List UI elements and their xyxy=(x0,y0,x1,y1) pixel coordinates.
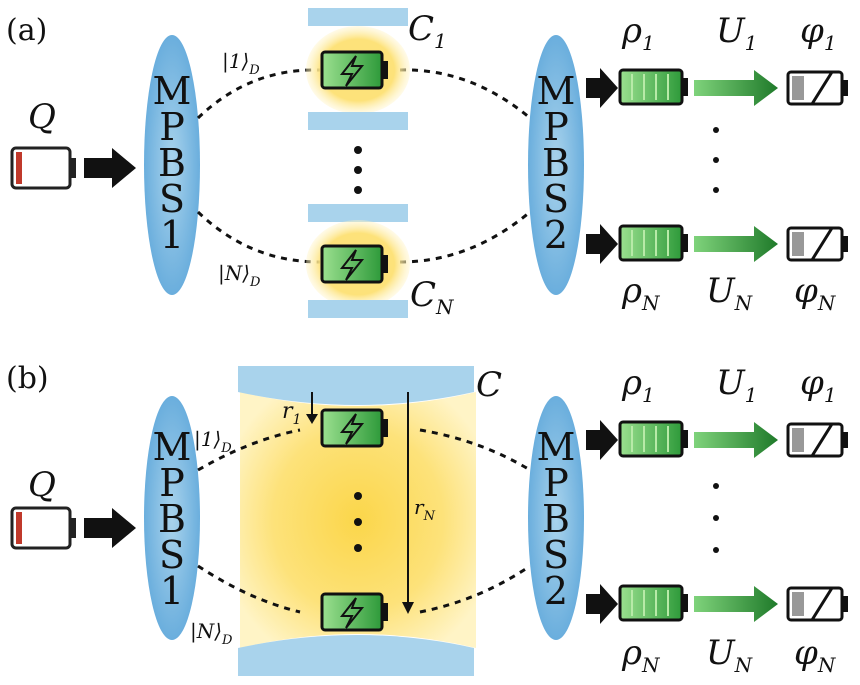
mpbs1-a xyxy=(144,35,200,295)
path-bottom-a xyxy=(196,210,321,264)
svg-text:P: P xyxy=(159,105,185,149)
input-arrow-b xyxy=(84,508,136,548)
ellipsis-out-b xyxy=(713,483,719,553)
empty-battery-b xyxy=(10,506,76,550)
svg-text:M: M xyxy=(537,69,576,113)
panel-a: (a) Q M P B S 1 |1⟩D |N⟩D xyxy=(6,8,848,319)
unitary-arrow-bottom-b xyxy=(694,586,778,622)
charging-battery-c1 xyxy=(320,50,388,90)
svg-text:2: 2 xyxy=(544,569,568,613)
phi-top-a: φ1 xyxy=(800,11,837,55)
path-top-b-out xyxy=(419,428,531,472)
charging-battery-b-top xyxy=(320,408,388,448)
panel-a-tag: (a) xyxy=(6,13,47,48)
ket-top-b: |1⟩D xyxy=(194,427,232,456)
charging-battery-b-bottom xyxy=(320,592,388,632)
input-arrow-a xyxy=(84,148,136,188)
svg-text:P: P xyxy=(543,105,569,149)
svg-text:B: B xyxy=(158,141,186,185)
source-label-b: Q xyxy=(28,465,56,505)
full-battery-top-b xyxy=(618,420,688,458)
discharged-battery-bottom-a xyxy=(786,226,848,262)
rn-label: rN xyxy=(414,495,436,524)
ket-bottom-a: |N⟩D xyxy=(218,261,261,290)
ket-bottom-b: |N⟩D xyxy=(190,619,233,648)
svg-text:S: S xyxy=(543,533,569,577)
phi-bottom-b: φN xyxy=(794,633,837,677)
u-top-a: U1 xyxy=(716,11,757,55)
cavity-c-label: C xyxy=(476,365,502,405)
path-top-a xyxy=(196,68,321,120)
svg-text:B: B xyxy=(542,141,570,185)
svg-text:2: 2 xyxy=(544,213,568,257)
mpbs1-b xyxy=(144,396,200,640)
discharged-battery-top-b xyxy=(786,422,848,458)
r1-arrowhead xyxy=(306,414,318,424)
path-bottom-b xyxy=(197,564,301,614)
rho-top-b: ρ1 xyxy=(621,363,655,407)
ket-top-a: |1⟩D xyxy=(222,49,260,78)
discharged-battery-top-a xyxy=(786,70,848,106)
mpbs1-b-label: M P B S 1 xyxy=(153,425,192,613)
phi-top-b: φ1 xyxy=(800,363,837,407)
svg-text:M: M xyxy=(153,425,192,469)
charging-battery-cn xyxy=(320,244,388,284)
out-arrow-top-b xyxy=(586,420,618,460)
svg-text:1: 1 xyxy=(160,213,184,257)
svg-text:S: S xyxy=(159,177,185,221)
svg-text:S: S xyxy=(159,533,185,577)
mpbs2-b xyxy=(528,396,584,640)
rho-top-a: ρ1 xyxy=(621,11,655,55)
mpbs2-a xyxy=(528,35,584,295)
unitary-arrow-top-b xyxy=(694,422,778,458)
empty-battery-a xyxy=(10,146,76,190)
r1-label: r1 xyxy=(282,399,301,428)
phi-bottom-a: φN xyxy=(794,271,837,315)
svg-text:1: 1 xyxy=(160,569,184,613)
out-arrow-bottom-b xyxy=(586,584,618,624)
svg-text:S: S xyxy=(543,177,569,221)
mpbs1-a-label: M P B S 1 xyxy=(153,69,192,257)
svg-text:M: M xyxy=(537,425,576,469)
ellipsis-b xyxy=(354,492,362,552)
path-bottom-b-out xyxy=(419,564,531,614)
path-top-b xyxy=(197,428,301,472)
discharged-battery-bottom-b xyxy=(786,586,848,622)
svg-text:M: M xyxy=(153,69,192,113)
out-arrow-top-a xyxy=(586,68,618,108)
full-battery-top-a xyxy=(618,68,688,106)
mpbs2-b-label: M P B S 2 xyxy=(537,425,576,613)
panel-b-tag: (b) xyxy=(6,361,49,396)
path-bottom-a-out xyxy=(399,210,531,264)
svg-text:P: P xyxy=(543,461,569,505)
panel-b: (b) Q M P B S 1 C |1⟩D |N⟩D xyxy=(6,361,848,677)
cavity-cn-label: CN xyxy=(410,275,455,319)
u-bottom-b: UN xyxy=(706,633,754,677)
full-battery-bottom-a xyxy=(618,224,688,262)
unitary-arrow-bottom-a xyxy=(694,226,778,262)
svg-text:P: P xyxy=(159,461,185,505)
path-top-a-out xyxy=(399,68,531,120)
svg-text:B: B xyxy=(158,497,186,541)
cavity-c1-label: C1 xyxy=(408,9,447,53)
rho-bottom-b: ρN xyxy=(621,633,661,677)
u-top-b: U1 xyxy=(716,363,757,407)
ellipsis-a xyxy=(354,146,362,194)
mpbs2-a-label: M P B S 2 xyxy=(537,69,576,257)
ellipsis-out-a xyxy=(713,127,719,193)
u-bottom-a: UN xyxy=(706,271,754,315)
out-arrow-bottom-a xyxy=(586,224,618,264)
svg-text:B: B xyxy=(542,497,570,541)
rn-arrowhead xyxy=(402,602,414,614)
source-label-a: Q xyxy=(28,97,56,137)
rho-bottom-a: ρN xyxy=(621,271,661,315)
full-battery-bottom-b xyxy=(618,584,688,622)
unitary-arrow-top-a xyxy=(694,70,778,106)
